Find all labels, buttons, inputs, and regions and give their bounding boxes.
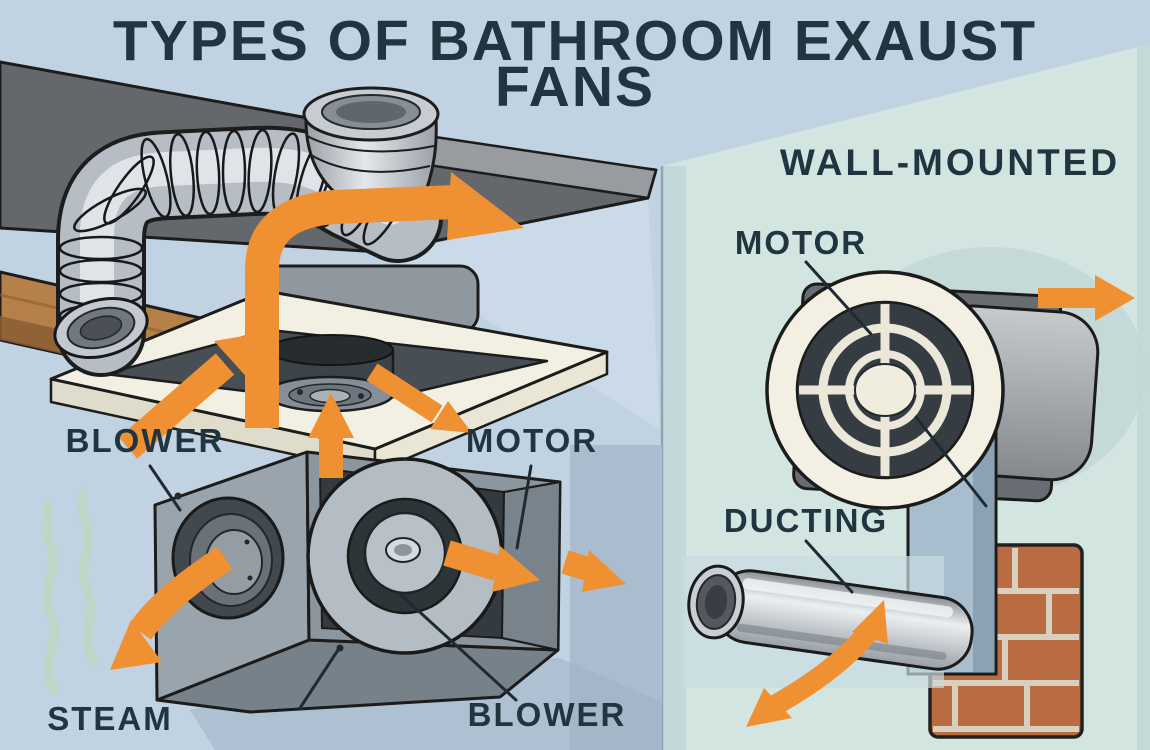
airflow-arrow-ducting (746, 600, 888, 727)
far-right-wall-corner (1137, 44, 1150, 750)
airflow-arrow-steam (110, 546, 233, 670)
leader-ducting (804, 539, 854, 594)
inline-unit-floor-shadow (190, 658, 662, 750)
blower-wheel (306, 457, 504, 655)
wall-fan-face (765, 270, 1005, 510)
page-title-line2: FANS (495, 55, 655, 119)
heading-wall-mounted: WALL-MOUNTED (780, 142, 1120, 183)
airflow-arrow-exit-1 (443, 540, 540, 592)
leader-blower-top (148, 464, 182, 512)
leader-blower-bottom (398, 592, 518, 702)
fan-grille (799, 304, 971, 476)
label-steam: STEAM (47, 700, 173, 737)
airflow-arrow-exit-2 (561, 550, 626, 592)
leader-motor-right (804, 260, 873, 336)
ceiling-panel (49, 289, 609, 474)
airflow-arrow-attic (245, 172, 524, 428)
airflow-arrow-into-fan (118, 332, 268, 459)
airflow-arrow-up (308, 393, 354, 478)
leader-lines (148, 260, 988, 710)
label-blower-top: BLOWER (66, 422, 225, 459)
box-screw (174, 492, 182, 500)
label-motor-left: MOTOR (466, 422, 598, 459)
text-layer: TYPES OF BATHROOM EXAUST FANS BLOWER MOT… (47, 9, 1120, 737)
duct-open-end (53, 297, 149, 359)
duct-pipe (687, 564, 974, 671)
steam-squiggle (41, 487, 99, 695)
leader-grille (914, 415, 988, 508)
label-ducting: DUCTING (724, 502, 888, 539)
leader-box-bottom (298, 648, 340, 710)
page-title-line1: TYPES OF BATHROOM EXAUST (113, 9, 1037, 73)
airflow-arrow-side (366, 363, 472, 433)
fan-hub (854, 363, 916, 417)
airflow-arrows (110, 172, 1135, 727)
label-motor-right: MOTOR (735, 224, 867, 261)
wall-fan-illustration (682, 247, 1145, 739)
airflow-arrow-wall-exhaust (1038, 275, 1135, 321)
label-blower-bottom: BLOWER (468, 696, 627, 733)
leader-motor-left (515, 464, 533, 550)
